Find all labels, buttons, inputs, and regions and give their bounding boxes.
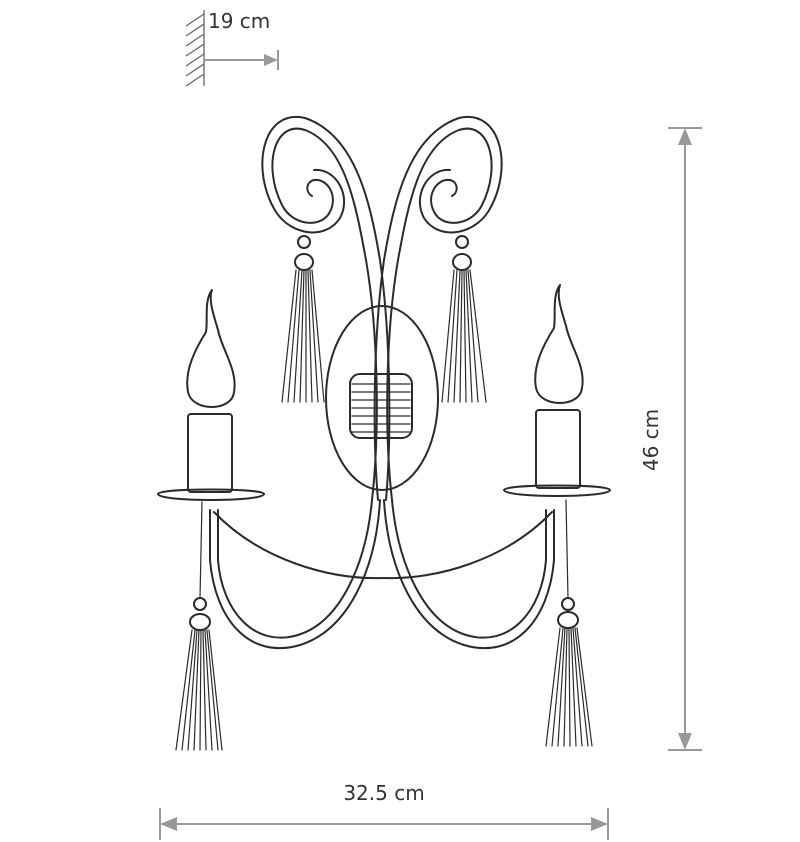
height-indicator: 46 cm	[639, 127, 702, 751]
wall-sconce-drawing	[157, 115, 611, 751]
right-candle-sleeve	[535, 409, 581, 489]
tassel-lower-left	[175, 501, 223, 751]
width-indicator: 32.5 cm	[159, 781, 609, 840]
swag-chain-right	[383, 511, 553, 580]
height-arrow-top	[678, 128, 692, 145]
tassel-lower-right	[545, 499, 593, 747]
left-bobeche	[157, 488, 265, 501]
width-arrow-right	[591, 817, 608, 831]
tassel-upper-right	[441, 235, 487, 403]
depth-arrow-head	[264, 54, 278, 66]
left-lower-arm	[209, 499, 381, 650]
width-arrow-left	[160, 817, 177, 831]
depth-indicator: 19 cm	[185, 9, 279, 87]
swag-chain-left	[213, 511, 385, 580]
height-arrow-bottom	[678, 733, 692, 750]
back-plate	[325, 305, 439, 491]
depth-label: 19 cm	[208, 9, 270, 33]
left-candle-sleeve	[187, 413, 233, 493]
width-label: 32.5 cm	[343, 781, 424, 805]
tassel-upper-left	[281, 235, 325, 403]
coil-binding	[349, 373, 413, 439]
wall-hatch-icon	[185, 10, 205, 87]
height-label: 46 cm	[639, 409, 663, 471]
left-scroll-arm	[271, 127, 378, 501]
left-flame-bulb	[186, 289, 236, 408]
right-lower-arm	[383, 499, 555, 650]
right-bobeche	[503, 484, 611, 497]
right-candle	[503, 284, 611, 497]
right-flame-bulb	[534, 284, 584, 404]
left-candle	[157, 289, 265, 501]
right-scroll-arm	[386, 127, 493, 501]
